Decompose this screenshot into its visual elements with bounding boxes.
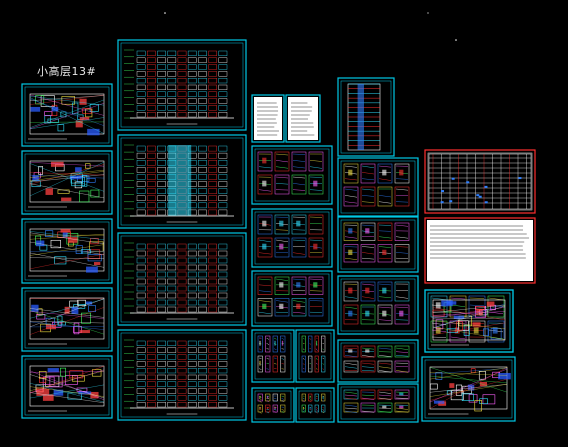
stray-mark bbox=[164, 12, 166, 14]
sheet-detail-10[interactable] bbox=[295, 387, 335, 423]
sheet-detail-12[interactable] bbox=[337, 383, 419, 423]
sheet-elev-2[interactable] bbox=[117, 134, 247, 229]
stray-mark bbox=[455, 39, 457, 41]
sheet-detail-9[interactable] bbox=[251, 387, 295, 423]
stray-mark bbox=[427, 12, 429, 14]
sheet-detail-4[interactable] bbox=[337, 157, 419, 217]
sheet-detail-11[interactable] bbox=[337, 339, 419, 383]
sheet-table-2[interactable] bbox=[424, 217, 536, 284]
sheet-detail-7[interactable] bbox=[251, 329, 295, 383]
sheet-detail-1[interactable] bbox=[251, 145, 333, 205]
sheet-plan-7[interactable] bbox=[421, 356, 516, 422]
sheet-plan-6[interactable] bbox=[424, 289, 514, 353]
sheet-plan-1[interactable] bbox=[21, 83, 113, 147]
sheet-detail-13[interactable] bbox=[424, 289, 514, 353]
sheet-table-1[interactable] bbox=[424, 149, 536, 214]
sheet-elev-4[interactable] bbox=[117, 329, 247, 421]
sheet-plan-2[interactable] bbox=[21, 150, 113, 215]
sheet-elev-3[interactable] bbox=[117, 232, 247, 326]
sheet-detail-8[interactable] bbox=[295, 329, 335, 383]
sheet-plan-5[interactable] bbox=[21, 355, 113, 419]
sheet-elev-1[interactable] bbox=[117, 39, 247, 131]
sheet-notes-1[interactable] bbox=[251, 94, 285, 143]
sheet-detail-2[interactable] bbox=[251, 208, 333, 268]
sheet-section-1[interactable] bbox=[337, 77, 395, 157]
sheet-notes-2[interactable] bbox=[285, 94, 321, 143]
sheet-plan-3[interactable] bbox=[21, 218, 113, 284]
drawing-title: 小高层13# bbox=[37, 65, 97, 78]
sheet-detail-5[interactable] bbox=[337, 216, 419, 273]
sheet-detail-6[interactable] bbox=[337, 275, 419, 335]
sheet-detail-3[interactable] bbox=[251, 270, 333, 327]
sheet-plan-4[interactable] bbox=[21, 287, 113, 352]
